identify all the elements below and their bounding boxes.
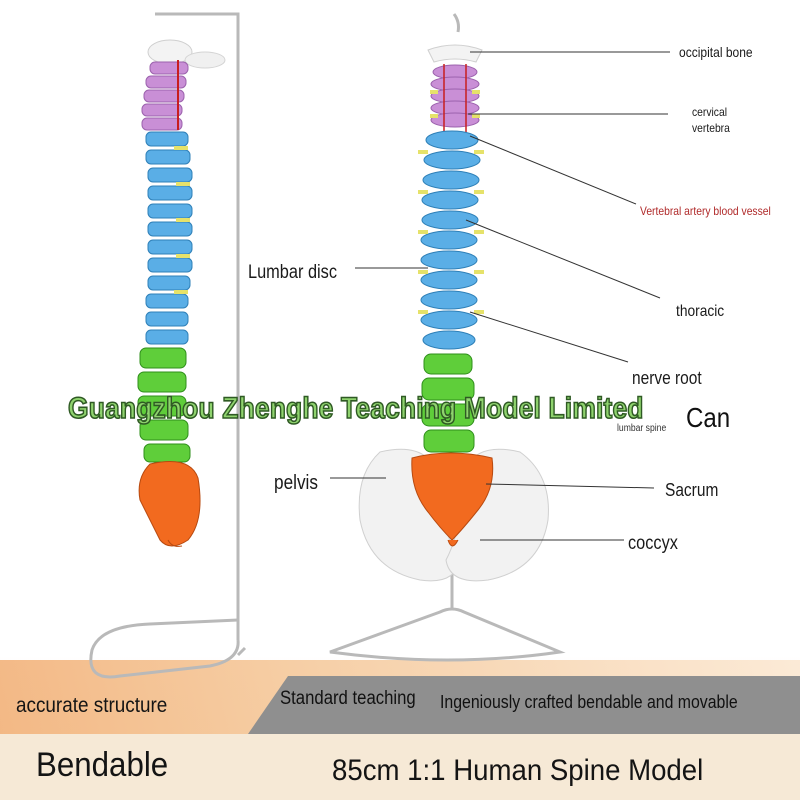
label-pelvis: pelvis [274, 472, 318, 494]
label-can: Can [686, 402, 731, 433]
banner-accurate-structure: accurate structure [16, 694, 168, 717]
banner-crafted: Ingeniously crafted bendable and movable [440, 692, 738, 712]
label-cervical-line2: vertebra [692, 121, 730, 135]
company-watermark: Guangzhou Zhenghe Teaching Model Limited [67, 391, 644, 426]
banner-standard-teaching: Standard teaching [280, 688, 416, 709]
label-sacrum: Sacrum [665, 480, 719, 500]
label-coccyx: coccyx [628, 533, 678, 554]
banner-bendable: Bendable [36, 746, 169, 784]
label-cervical-vertebra: cervical vertebra [692, 104, 730, 136]
bottom-strip [0, 734, 800, 800]
left-spine [137, 39, 226, 547]
label-lumbar-disc: Lumbar disc [248, 262, 338, 283]
label-cervical-line1: cervical [692, 105, 727, 119]
right-spine [358, 44, 549, 582]
label-lumbar-spine: lumbar spine [617, 423, 667, 434]
label-thoracic: thoracic [676, 303, 725, 320]
label-nerve-root: nerve root [632, 368, 702, 388]
label-vertebral-artery: Vertebral artery blood vessel [640, 204, 771, 218]
left-stand [89, 12, 247, 679]
feature-banner: Standard teaching Ingeniously crafted be… [248, 676, 800, 734]
product-title: 85cm 1:1 Human Spine Model [332, 754, 704, 787]
leader-lines [330, 51, 670, 541]
label-occipital-bone: occipital bone [679, 44, 753, 60]
